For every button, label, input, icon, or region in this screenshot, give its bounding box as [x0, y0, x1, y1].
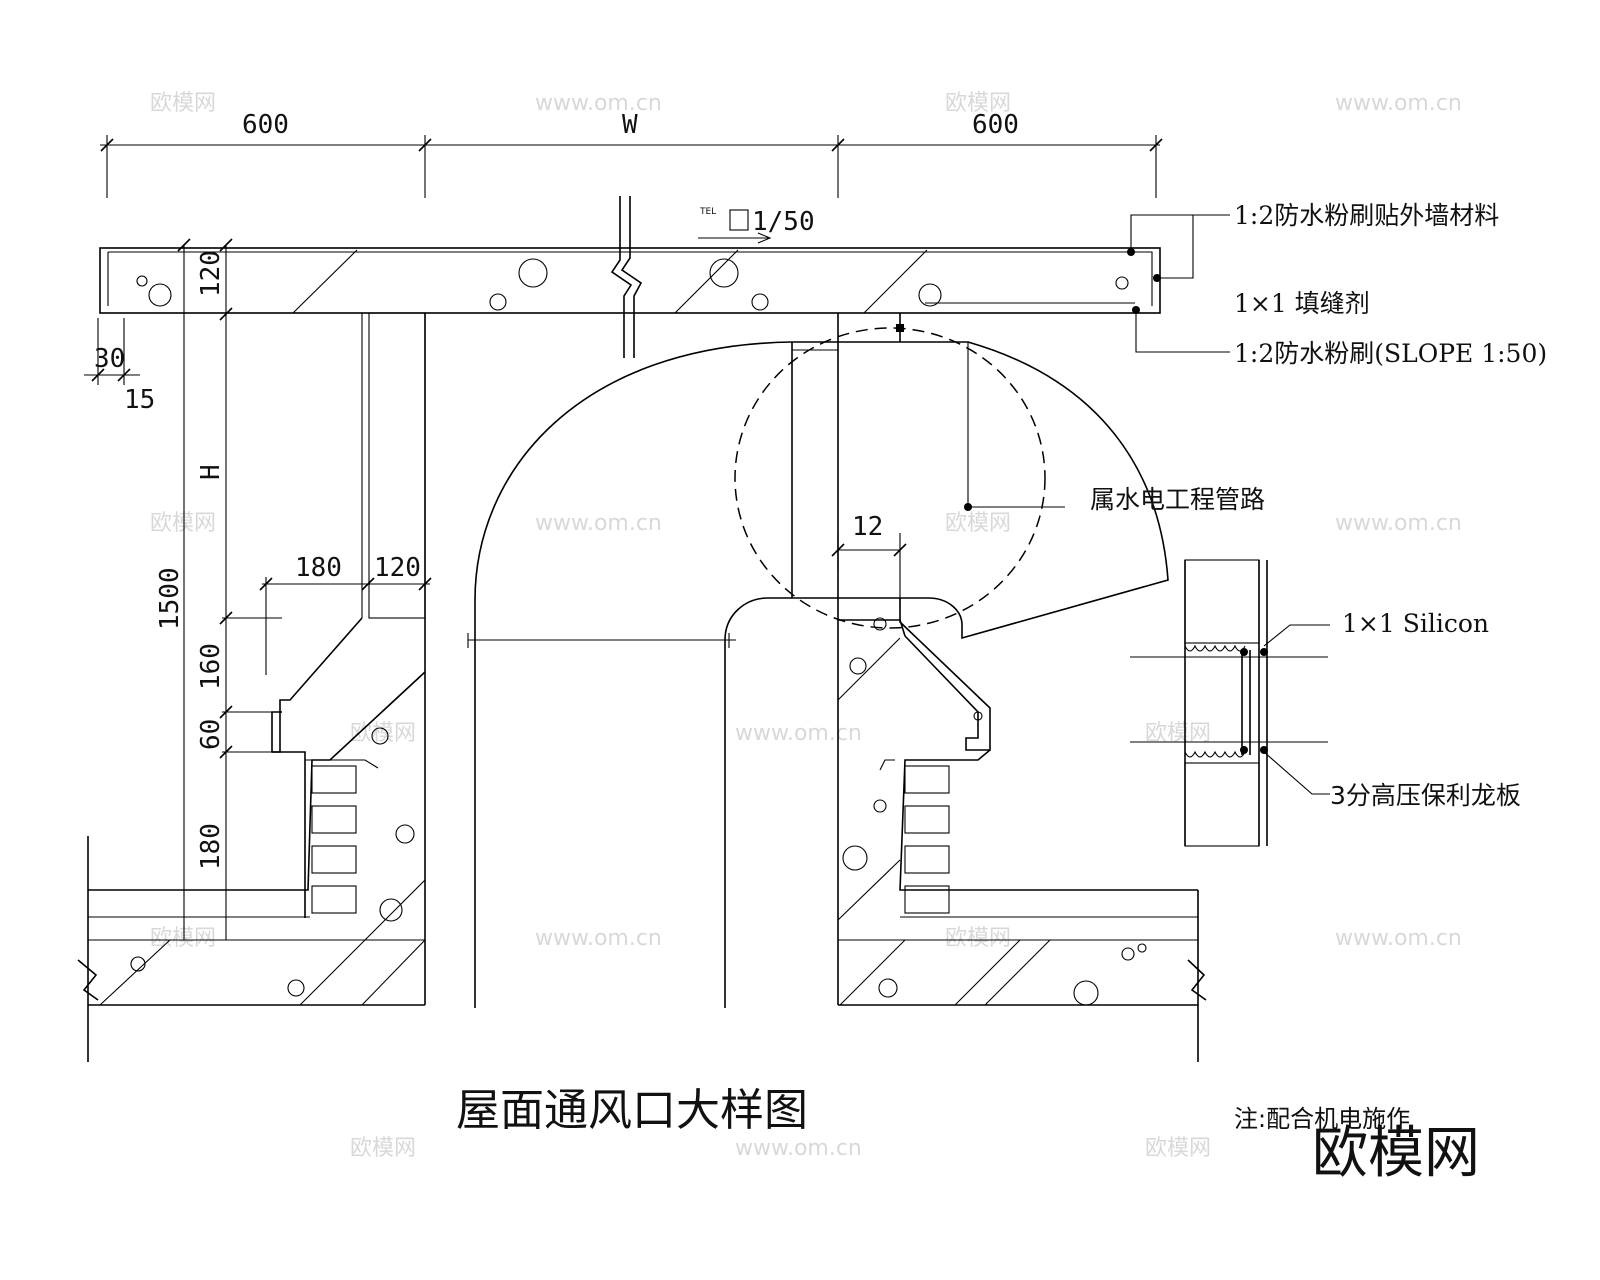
roof-slab: TEL 1/50 — [99, 196, 1161, 358]
vent-hood — [467, 313, 1169, 1008]
top-dimension: 600 W 600 — [100, 110, 1163, 198]
svg-text:www.om.cn: www.om.cn — [1335, 926, 1462, 951]
svg-text:180: 180 — [196, 823, 226, 870]
svg-text:www.om.cn: www.om.cn — [1335, 511, 1462, 536]
brand-logo: 欧模网 — [1312, 1121, 1480, 1186]
svg-text:欧模网: 欧模网 — [150, 926, 216, 951]
svg-text:15: 15 — [124, 385, 155, 415]
svg-text:180: 180 — [295, 553, 342, 583]
svg-text:60: 60 — [196, 719, 226, 750]
svg-text:欧模网: 欧模网 — [350, 721, 416, 746]
svg-text:欧模网: 欧模网 — [945, 511, 1011, 536]
svg-text:欧模网: 欧模网 — [1145, 1136, 1211, 1161]
svg-text:www.om.cn: www.om.cn — [535, 511, 662, 536]
svg-text:www.om.cn: www.om.cn — [1335, 91, 1462, 116]
drawing-title: 屋面通风口大样图 — [456, 1085, 808, 1136]
watermark-layer: 欧模网 www.om.cn 欧模网 www.om.cn 欧模网 www.om.c… — [150, 91, 1462, 1161]
slope-label: 1/50 — [752, 207, 815, 237]
svg-text:欧模网: 欧模网 — [945, 926, 1011, 951]
dim-w: W — [622, 110, 638, 140]
label-waterproof-finish: 1:2防水粉刷贴外墙材料 — [1234, 201, 1499, 230]
svg-text:www.om.cn: www.om.cn — [535, 91, 662, 116]
dim-600-right: 600 — [972, 110, 1019, 140]
svg-text:30: 30 — [94, 344, 125, 374]
drawing-note: 注:配合机电施作 — [1234, 1105, 1410, 1133]
svg-text:www.om.cn: www.om.cn — [535, 926, 662, 951]
svg-text:www.om.cn: www.om.cn — [735, 1136, 862, 1161]
svg-text:120: 120 — [374, 553, 421, 583]
right-curb: 12 — [792, 313, 1207, 1062]
svg-text:H: H — [196, 464, 226, 480]
svg-text:TEL: TEL — [699, 207, 716, 217]
label-waterproof-slope: 1:2防水粉刷(SLOPE 1:50) — [1234, 339, 1547, 368]
svg-text:欧模网: 欧模网 — [350, 1136, 416, 1161]
svg-text:120: 120 — [196, 250, 226, 297]
left-curb — [77, 312, 426, 1062]
svg-text:欧模网: 欧模网 — [945, 91, 1011, 116]
svg-text:www.om.cn: www.om.cn — [735, 721, 862, 746]
annotation-leaders — [925, 214, 1330, 795]
dim-600-left: 600 — [242, 110, 289, 140]
label-silicon: 1×1 Silicon — [1342, 609, 1489, 638]
wall-section-detail — [1130, 559, 1328, 847]
left-dimensions: 120 H 1500 160 60 180 30 15 180 120 — [84, 238, 432, 940]
svg-text:欧模网: 欧模网 — [150, 511, 216, 536]
svg-text:1500: 1500 — [155, 567, 185, 630]
svg-text:欧模网: 欧模网 — [150, 91, 216, 116]
label-polycarbonate: 3分高压保利龙板 — [1330, 781, 1521, 810]
label-mep-pipe: 属水电工程管路 — [1090, 485, 1265, 514]
label-sealant: 1×1 填缝剂 — [1234, 289, 1370, 318]
svg-text:12: 12 — [852, 512, 883, 542]
svg-text:160: 160 — [196, 643, 226, 690]
